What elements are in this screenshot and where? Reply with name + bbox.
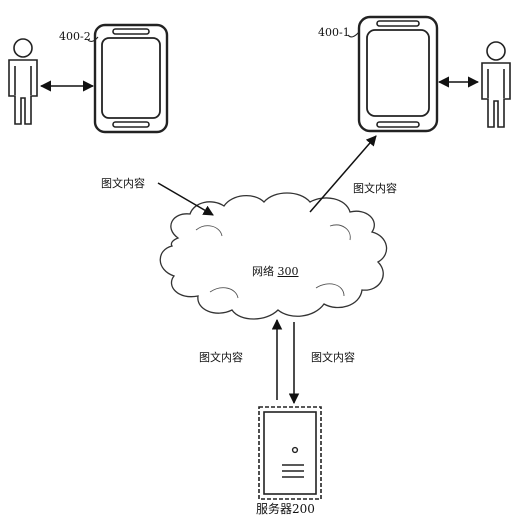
arrow-left-device-to-network (157, 182, 214, 216)
user-right-icon (481, 41, 511, 128)
network-label: 网络 300 (252, 265, 299, 278)
device-right-label: 400-1 (318, 26, 350, 39)
device-right-leader (347, 31, 360, 38)
network-label-prefix: 网络 (252, 265, 274, 278)
cloud-inner-curve-3 (209, 287, 239, 299)
network-cloud (159, 192, 388, 320)
device-left-label: 400-2 (59, 30, 91, 43)
edge-label-left-to-network: 图文内容 (101, 177, 145, 190)
cloud-inner-curve-1 (195, 225, 223, 237)
network-label-number: 300 (277, 265, 299, 278)
device-left-icon (93, 23, 169, 134)
edge-label-network-to-right: 图文内容 (353, 182, 397, 195)
edge-label-server-to-network: 图文内容 (199, 351, 243, 364)
cloud-inner-curve-2 (329, 224, 351, 241)
cloud-inner-curve-4 (315, 283, 345, 297)
user-left-icon (8, 38, 38, 125)
device-left-leader (87, 36, 99, 42)
arrow-network-to-right-device (309, 135, 377, 213)
device-right-icon (357, 15, 439, 133)
server-label: 服务器200 (256, 502, 315, 516)
server-icon (258, 406, 322, 500)
edge-label-network-to-server: 图文内容 (311, 351, 355, 364)
